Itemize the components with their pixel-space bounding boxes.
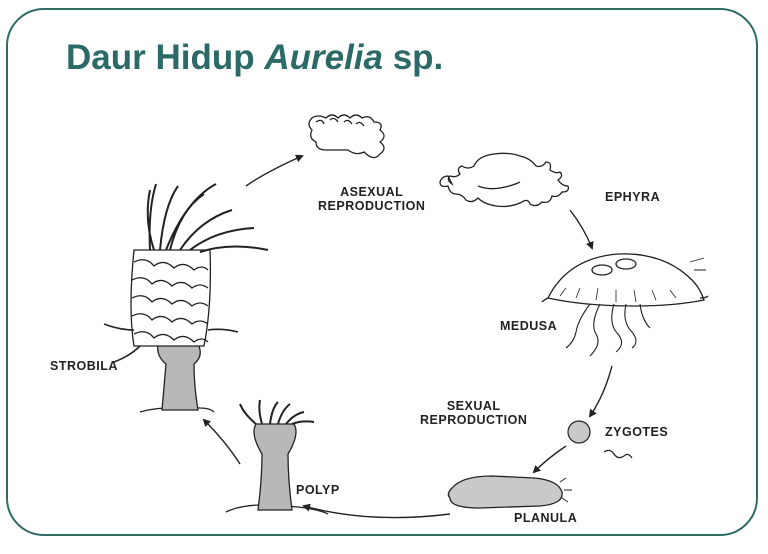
- arrow-polyp-to-strobila: [202, 418, 241, 465]
- title-suffix: sp.: [382, 38, 444, 77]
- sexual-line2: REPRODUCTION: [420, 412, 528, 427]
- medusa-illustration: [541, 253, 709, 357]
- arrow-zygote-to-planula: [532, 445, 567, 474]
- planula-illustration: [447, 475, 572, 509]
- strobila-illustration: [103, 183, 269, 413]
- arrow-planula-to-polyp: [302, 503, 451, 519]
- sexual-line1: SEXUAL: [446, 399, 501, 413]
- polyp-label: POLYP: [296, 483, 340, 497]
- asexual-reproduction-label: ASEXUAL REPRODUCTION: [318, 185, 426, 214]
- page-title: Daur Hidup Aurelia sp.: [66, 40, 443, 75]
- cycle-arrows: [202, 154, 613, 519]
- ephyra-label: EPHYRA: [605, 190, 661, 204]
- arrow-medusa-to-zygote: [588, 365, 613, 418]
- arrow-strobila-to-bud: [245, 154, 304, 187]
- polyp-illustration: [225, 399, 329, 515]
- ephyra-bud-illustration: [308, 114, 385, 159]
- title-prefix: Daur Hidup: [66, 38, 265, 77]
- zygotes-label: ZYGOTES: [605, 425, 669, 439]
- sexual-reproduction-label: SEXUAL REPRODUCTION: [420, 399, 528, 428]
- asexual-line1: ASEXUAL: [340, 185, 404, 199]
- zygote-illustration: [567, 420, 633, 459]
- asexual-line2: REPRODUCTION: [318, 198, 426, 213]
- planula-label: PLANULA: [514, 511, 578, 525]
- medusa-label: MEDUSA: [500, 319, 558, 333]
- strobila-label: STROBILA: [50, 359, 118, 373]
- ephyra-illustration: [439, 152, 570, 208]
- title-species: Aurelia: [264, 38, 383, 77]
- arrow-ephyra-to-medusa: [569, 209, 594, 250]
